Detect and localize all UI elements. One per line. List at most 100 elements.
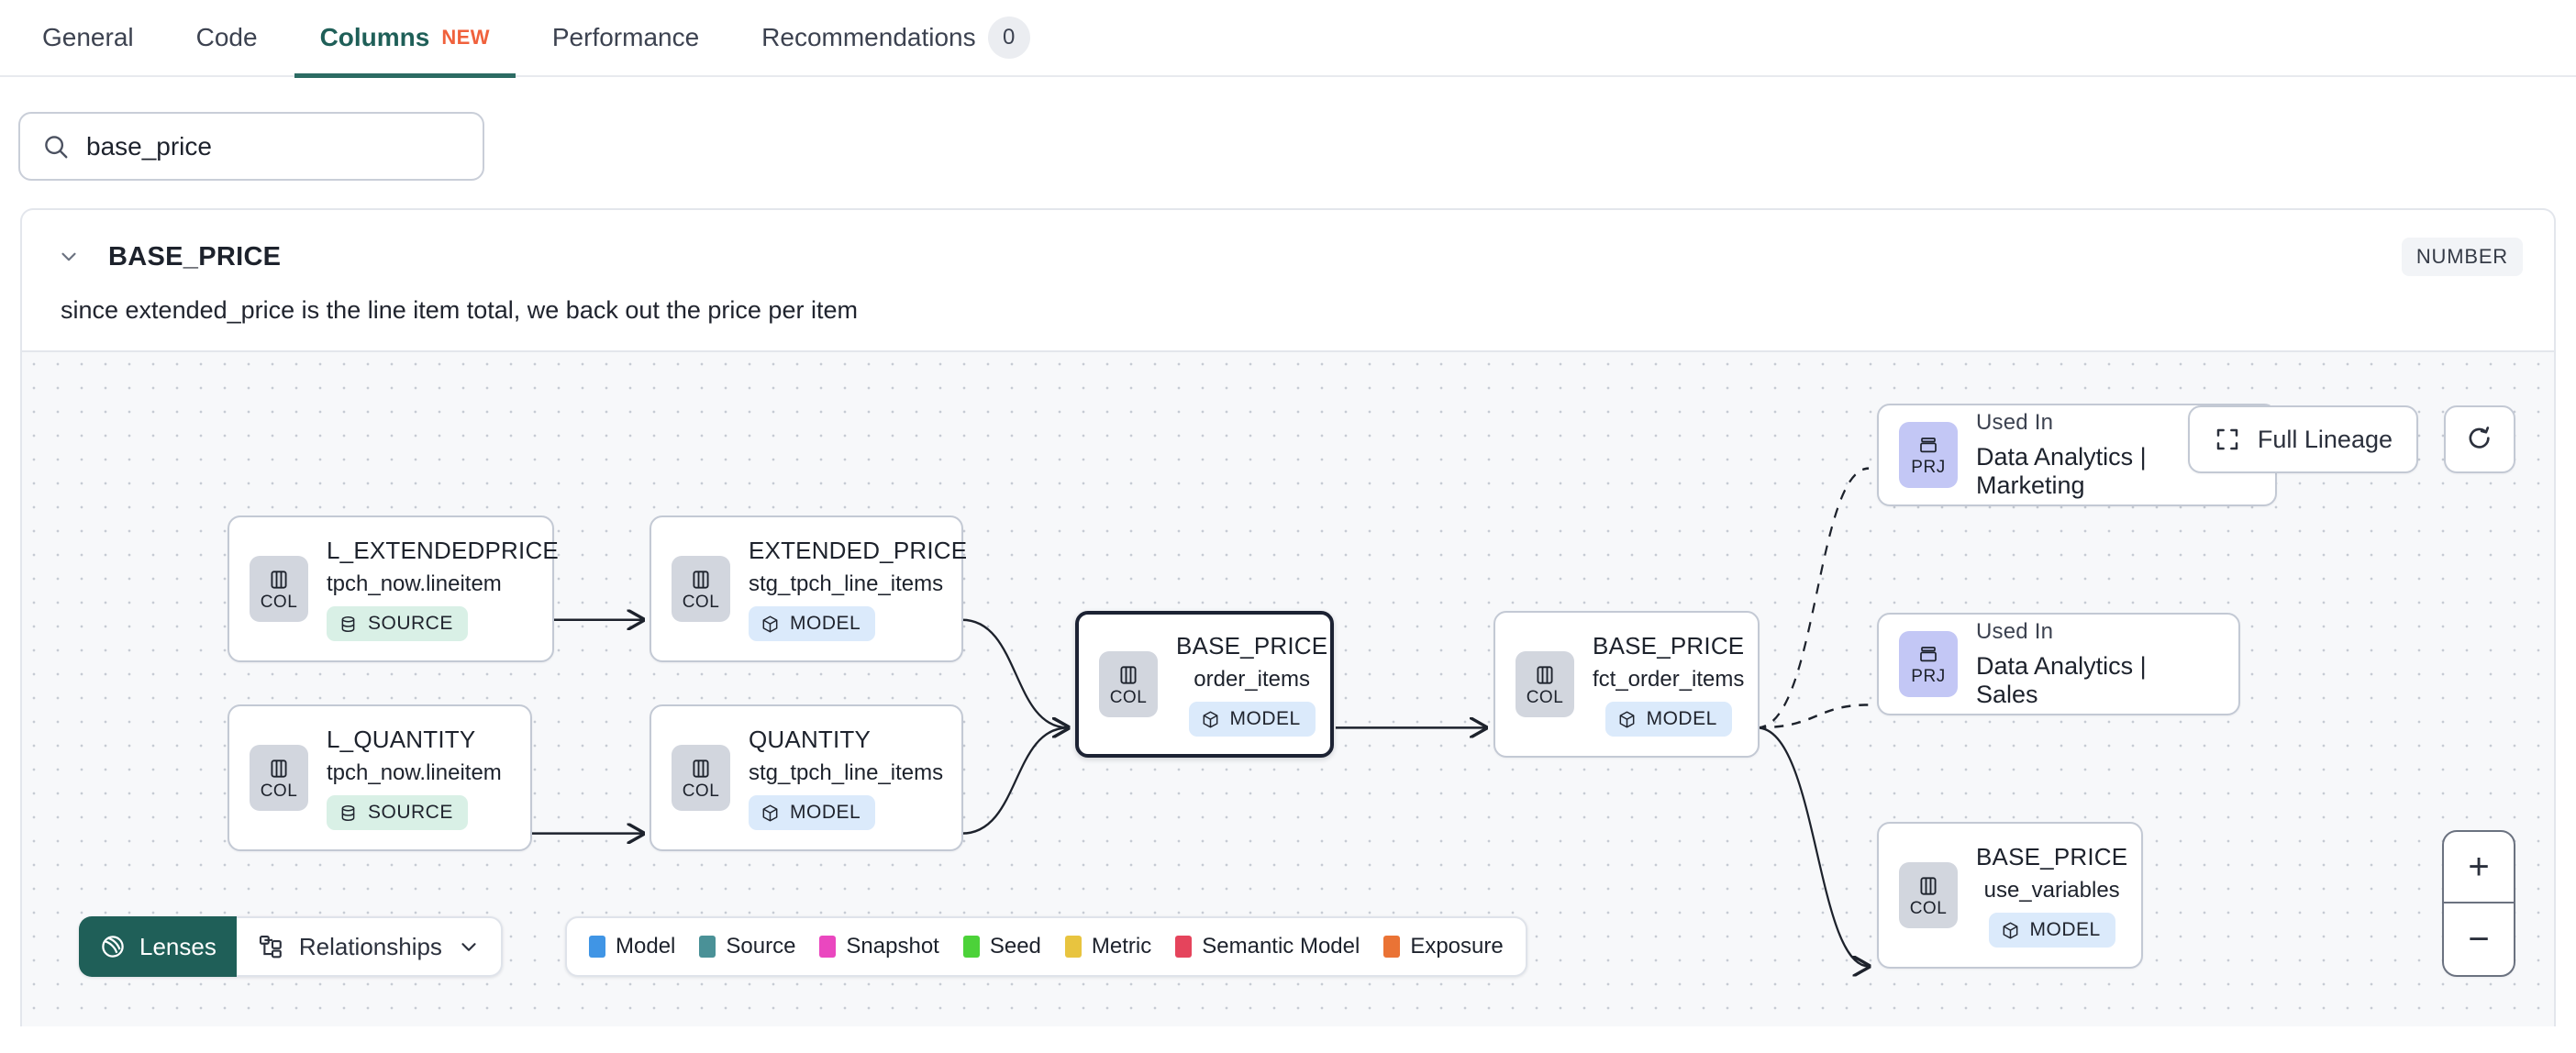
node-subtitle: tpch_now.lineitem — [327, 760, 502, 785]
lenses-label: Lenses — [139, 932, 217, 960]
lineage-node-project-sales[interactable]: PRJ Used In Data Analytics | Sales — [1877, 613, 2240, 715]
node-tag-label: SOURCE — [368, 613, 453, 634]
node-tag-label: MODEL — [790, 802, 861, 823]
tab-label: Code — [195, 23, 258, 51]
kind-label: COL — [1526, 687, 1564, 707]
legend-swatch — [589, 936, 605, 958]
node-title: Used In — [1976, 410, 2054, 435]
search-input[interactable]: base_price — [18, 112, 484, 181]
lenses-button[interactable]: Lenses — [79, 916, 237, 977]
lineage-node-extended-price[interactable]: COL EXTENDED_PRICE stg_tpch_line_items M… — [650, 515, 967, 662]
tab-columns[interactable]: Columns NEW — [294, 0, 516, 78]
refresh-button[interactable] — [2444, 405, 2515, 473]
relationships-dropdown[interactable]: Relationships — [236, 916, 503, 977]
cube-icon — [1203, 711, 1217, 727]
new-badge: NEW — [441, 26, 490, 49]
node-title: L_QUANTITY — [327, 726, 476, 753]
node-tag-label: MODEL — [1646, 708, 1717, 729]
zoom-controls[interactable]: + − — [2442, 830, 2515, 977]
columns-glyph-icon — [693, 759, 709, 778]
lineage-edges — [531, 467, 2554, 1026]
cube-icon — [762, 615, 778, 632]
node-title: Used In — [1976, 619, 2054, 644]
recommendations-count-badge: 0 — [987, 17, 1030, 59]
node-tag-model: MODEL — [749, 795, 876, 830]
lineage-legend: Model Source Snapshot Seed Metric Semant… — [565, 916, 1527, 977]
lineage-node-base-price-fct-order-items[interactable]: COL BASE_PRICE fct_order_items MODEL — [1493, 611, 1760, 758]
legend-item-metric: Metric — [1064, 934, 1152, 959]
zoom-in-button[interactable]: + — [2444, 832, 2514, 903]
node-subtitle: stg_tpch_line_items — [749, 571, 944, 596]
kind-label: COL — [682, 592, 720, 612]
node-subtitle: stg_tpch_line_items — [749, 760, 944, 785]
search-area: base_price — [0, 77, 2576, 208]
columns-glyph-icon — [1920, 876, 1937, 895]
legend-label: Source — [726, 934, 796, 959]
node-tag-label: MODEL — [790, 613, 861, 634]
column-type-badge: NUMBER — [2401, 238, 2523, 276]
archive-box-icon — [1920, 646, 1937, 661]
tab-recommendations[interactable]: Recommendations 0 — [761, 0, 1030, 76]
legend-label: Seed — [989, 934, 1041, 959]
project-kind-icon: PRJ — [1899, 631, 1958, 697]
zoom-out-button[interactable]: − — [2468, 918, 2490, 959]
node-title: BASE_PRICE — [1176, 632, 1328, 660]
column-kind-icon: COL — [1899, 862, 1958, 928]
node-tag-model: MODEL — [1188, 702, 1316, 737]
project-kind-icon: PRJ — [1899, 422, 1958, 488]
legend-item-seed: Seed — [962, 934, 1041, 959]
kind-label: COL — [1909, 898, 1948, 918]
node-tag-source: SOURCE — [327, 795, 468, 830]
column-kind-icon: COL — [250, 556, 308, 622]
tab-label: Columns — [319, 23, 430, 51]
chevron-down-icon — [461, 943, 476, 951]
legend-swatch — [1175, 936, 1193, 958]
node-subtitle: fct_order_items — [1593, 667, 1745, 692]
archive-box-icon — [1920, 437, 1937, 452]
columns-glyph-icon — [271, 570, 287, 589]
tab-general[interactable]: General — [42, 0, 134, 76]
column-kind-icon: COL — [250, 745, 308, 811]
legend-swatch — [1064, 936, 1082, 958]
legend-label: Snapshot — [846, 934, 939, 959]
node-title: BASE_PRICE — [1593, 632, 1745, 660]
tab-label: Performance — [551, 23, 700, 51]
kind-label: COL — [260, 781, 298, 801]
node-tag-model: MODEL — [1604, 702, 1732, 737]
lineage-node-base-price-order-items[interactable]: COL BASE_PRICE order_items MODEL — [1075, 611, 1334, 758]
relationships-label: Relationships — [298, 932, 442, 960]
lineage-node-l-extendedprice[interactable]: COL L_EXTENDEDPRICE tpch_now.lineitem SO… — [228, 515, 559, 662]
kind-label: COL — [682, 781, 720, 801]
legend-item-source: Source — [699, 934, 795, 959]
column-kind-icon: COL — [1516, 651, 1574, 717]
kind-label: PRJ — [1911, 457, 1946, 477]
column-kind-icon: COL — [672, 556, 730, 622]
lineage-graph[interactable]: COL L_EXTENDEDPRICE tpch_now.lineitem SO… — [22, 350, 2554, 1026]
node-tag-model: MODEL — [749, 606, 876, 641]
tab-performance[interactable]: Performance — [552, 0, 699, 76]
column-kind-icon: COL — [1099, 651, 1158, 717]
column-kind-icon: COL — [672, 745, 730, 811]
node-title: QUANTITY — [749, 726, 872, 753]
full-lineage-button[interactable]: Full Lineage — [2187, 405, 2418, 473]
legend-swatch — [1383, 936, 1401, 958]
kind-label: PRJ — [1911, 666, 1946, 686]
legend-item-exposure: Exposure — [1383, 934, 1504, 959]
node-subtitle: tpch_now.lineitem — [327, 571, 502, 596]
legend-label: Metric — [1091, 934, 1152, 959]
relationships-icon — [259, 935, 282, 959]
chevron-down-icon[interactable] — [53, 241, 84, 272]
legend-swatch — [962, 936, 980, 958]
node-tag-source: SOURCE — [327, 606, 468, 641]
lenses-group: Lenses Relationships — [79, 916, 503, 977]
tab-code[interactable]: Code — [196, 0, 258, 76]
lineage-node-quantity[interactable]: COL QUANTITY stg_tpch_line_items MODEL — [650, 704, 963, 851]
kind-label: COL — [260, 592, 298, 612]
lineage-node-l-quantity[interactable]: COL L_QUANTITY tpch_now.lineitem SOURCE — [228, 704, 532, 851]
lineage-node-base-price-use-variables[interactable]: COL BASE_PRICE use_variables MODEL — [1877, 822, 2143, 969]
page-title: BASE_PRICE — [108, 241, 282, 272]
database-icon — [341, 615, 355, 632]
legend-item-snapshot: Snapshot — [819, 934, 939, 959]
lens-icon — [102, 936, 124, 958]
column-card: BASE_PRICE NUMBER since extended_price i… — [20, 208, 2556, 1026]
